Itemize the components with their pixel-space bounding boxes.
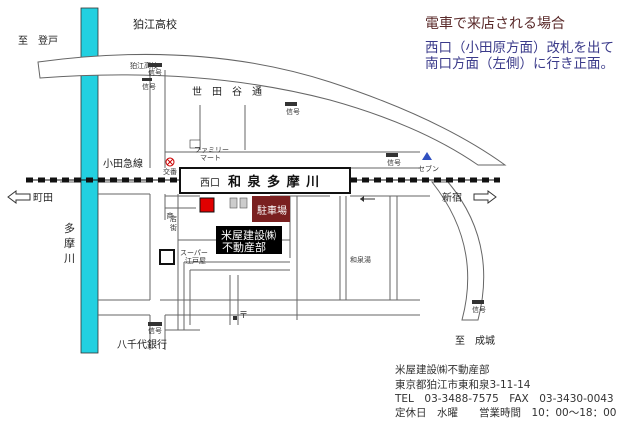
company-address: 東京都狛江市東和泉3-11-14 [395,378,531,391]
tamagawa-char2: 摩 [64,236,75,250]
store-marker [199,197,215,213]
to-shinjuku-arrow [473,190,497,204]
directions-line1: 西口（小田原方面）改札を出て [425,40,614,56]
shotengai-char2: 店 [170,214,177,223]
parking-lot [252,196,290,222]
building-gray-2 [239,197,248,209]
company-box [216,226,282,254]
shotengai-label: 商 [166,211,174,220]
to-shinjuku-label: 新宿 [442,191,462,204]
super-edoya-marker [159,249,175,265]
to-noborito-label: 至 登戸 [18,34,58,47]
company-hours: 定休日 水曜 営業時間 10：00～18：00 [395,406,616,419]
company-phone-fax: TEL 03-3488-7575 FAX 03-3430-0043 [394,393,614,405]
one-way-arrow-head [360,196,364,202]
setagaya-dori-road [37,53,507,166]
station-box [179,167,351,194]
to-machida-label: 町田 [33,193,53,204]
signal-label-3: 信号 [286,107,300,116]
parking-label: 駐車場 [257,204,287,217]
company-name: 米屋建設㈱不動産部 [395,363,490,376]
signal-icons [142,63,484,326]
signal-label-2: 信号 [142,82,156,91]
police-box-icon [165,157,175,167]
odakyu-line-label: 小田急線 [103,157,143,170]
family-mart-marker [189,139,201,149]
super-edoya-label2: 江戸屋 [185,257,206,265]
to-seijo-label: 至 成城 [455,335,495,347]
izumi-yu-label: 和泉湯 [350,255,371,264]
seven-eleven-icon [422,152,432,160]
company-box-line1: 米屋建設㈱ [221,228,276,242]
komae-high-label: 狛江高校 [133,17,177,31]
tamagawa-char3: 川 [64,252,75,265]
to-machida-arrow [7,190,31,204]
super-edoya-label1: スーパー [180,249,208,257]
road-lines [60,70,430,350]
shotengai-char3: 街 [170,223,177,232]
police-box-label: 交番 [163,167,177,176]
directions-heading: 電車で来店される場合 [425,15,565,32]
west-exit-label: 西口 [200,178,220,189]
signal-label-6: 信号 [472,305,486,314]
signal-label-4: 信号 [387,158,401,167]
company-box-line2: 不動産部 [222,240,266,254]
building-gray-1 [229,197,238,209]
station-name: 和 泉 多 摩 川 [228,174,320,190]
komae-high-small-label: 狛江高校 [130,61,158,70]
seijo-road [430,181,485,321]
signal-label-1: 信号 [148,68,162,77]
seven-eleven-label: セブン [418,164,439,173]
tamagawa-char1: 多 [64,221,75,235]
yachiyo-bank-label: 八千代銀行 [117,338,167,351]
family-mart-label2: マート [200,154,221,162]
signal-label-5: 信号 [148,326,162,335]
family-mart-label1: ファミリー [194,146,229,154]
post-office-icon: 〒 [239,311,248,321]
setagaya-dori-label: 世 田 谷 通 [192,86,262,98]
directions-line2: 南口方面（左側）に行き正面。 [425,56,614,72]
